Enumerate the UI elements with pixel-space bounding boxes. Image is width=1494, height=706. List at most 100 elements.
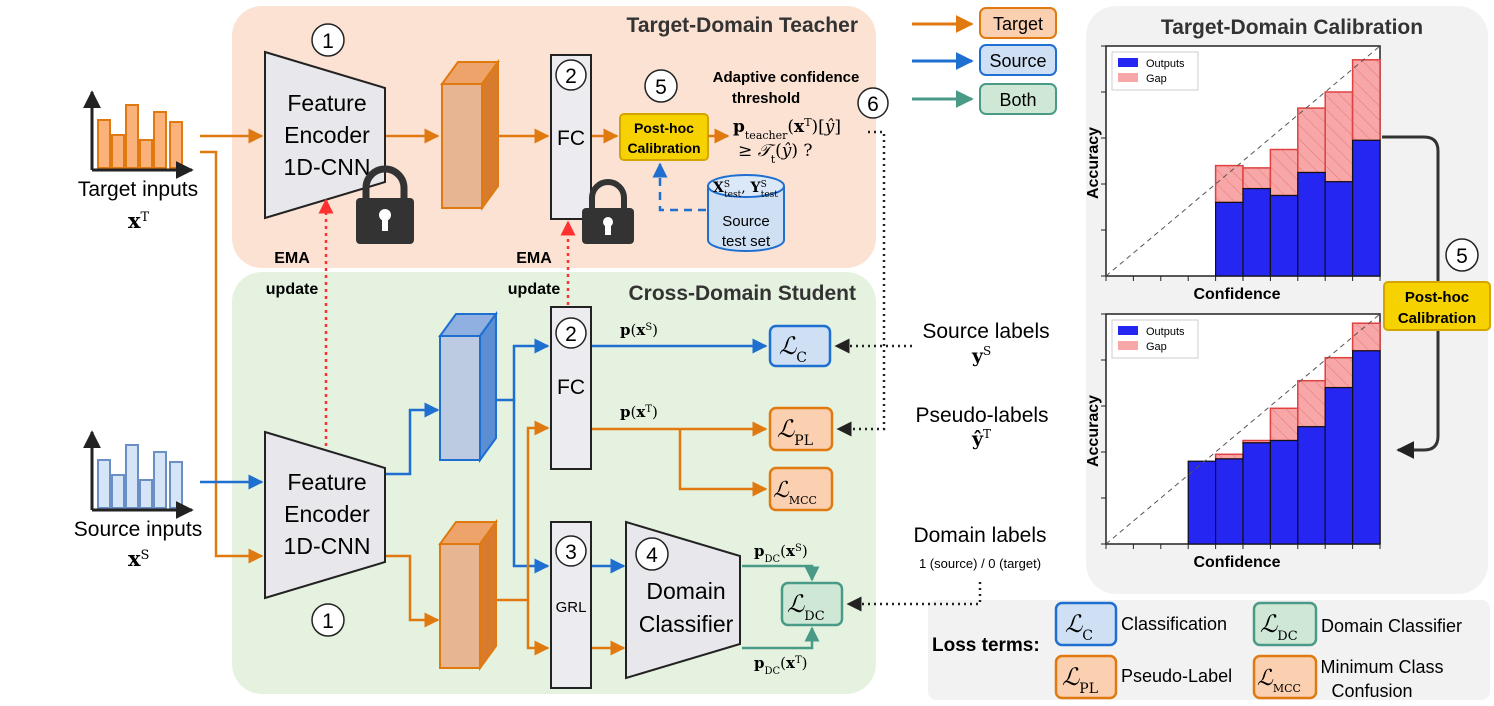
ema-label-right-1: EMA (516, 250, 552, 267)
source-input-symbol: xS (128, 546, 149, 571)
student-encoder-line-1: Feature (287, 469, 366, 495)
source-inputs-label: Source inputs (74, 518, 202, 541)
step-number-student-encoder: 1 (322, 610, 334, 633)
lock-icon (356, 165, 414, 244)
legend-both-label: Both (999, 90, 1036, 110)
student-fc-label: FC (557, 376, 585, 399)
perfect-calibration-line (1105, 45, 1381, 277)
arrow-legend: Target Source Both (904, 4, 1064, 124)
gap-hatch (1325, 92, 1353, 182)
target-input-signal-icon (83, 90, 194, 179)
plot-before-legend-outputs: Outputs (1146, 58, 1185, 70)
step-circle-teacher-encoder (311, 23, 345, 57)
legend-mcc-line-1: Minimum Class (1320, 657, 1443, 677)
teacher-title: Target-Domain Teacher (627, 14, 858, 37)
student-title: Cross-Domain Student (628, 282, 856, 305)
legend-loss-c-box (1054, 601, 1118, 647)
step-circle-student-encoder (311, 603, 345, 637)
legend-loss-dc-box (1252, 601, 1318, 647)
gap-hatch (1243, 440, 1271, 443)
calibration-posthoc-line-1: Post-hoc (1405, 289, 1469, 306)
legend-loss-pl-box (1054, 654, 1118, 700)
target-input-symbol: xT (128, 208, 150, 233)
gap-hatch (1352, 323, 1380, 351)
fc-target-output-label: p(xT) (620, 403, 658, 421)
step-number-domain-classifier: 4 (646, 544, 658, 567)
plot-after-xlabel: Confidence (1193, 554, 1280, 571)
step-number-posthoc: 5 (655, 76, 667, 99)
source-labels-symbol: yS (971, 344, 991, 367)
gap-hatch (1297, 380, 1326, 427)
step-number-student-fc: 2 (565, 323, 577, 346)
outputs-bar (1214, 458, 1244, 545)
test-set-line-2: test set (722, 233, 771, 250)
plot-before-legend (1111, 51, 1199, 91)
gap-hatch (1215, 165, 1243, 203)
domain-classifier-line-1: Domain (646, 578, 725, 604)
legend-loss-mcc-box (1252, 654, 1318, 700)
teacher-posthoc-line-1: Post-hoc (634, 120, 694, 136)
fc-source-output-label: p(xS) (620, 321, 658, 339)
teacher-posthoc-line-2: Calibration (627, 140, 700, 156)
step-circle-teacher-fc (555, 59, 587, 91)
calibration-plot-before (1101, 45, 1381, 281)
outputs-bar (1269, 439, 1299, 545)
loss-legend-heading: Loss terms: (932, 635, 1040, 656)
teacher-encoder-line-3: 1D-CNN (284, 154, 371, 180)
outputs-bar (1324, 387, 1354, 545)
student-source-feature-map (438, 310, 498, 464)
outputs-bar (1351, 350, 1381, 545)
legend-target-label: Target (993, 14, 1043, 34)
calibration-posthoc-box (1383, 281, 1491, 331)
step-circle-student-fc (555, 317, 587, 349)
gap-hatch (1270, 408, 1298, 441)
outputs-bar (1324, 181, 1354, 277)
outputs-bar (1214, 201, 1244, 277)
source-input-signal-icon (83, 430, 194, 519)
outputs-bar (1351, 139, 1381, 277)
outputs-bar (1187, 460, 1217, 545)
gap-hatch (1215, 454, 1243, 459)
step-number-grl: 3 (565, 541, 577, 564)
step-circle-posthoc (644, 69, 678, 103)
gap-hatch (1270, 149, 1298, 196)
legend-classification-text: Classification (1121, 614, 1227, 634)
step-circle-calibration (1445, 238, 1479, 272)
loss-domain-classifier-box (780, 581, 844, 627)
threshold-line-1: Adaptive confidence (713, 69, 860, 86)
loss-mcc-box (768, 466, 834, 512)
student-feature-encoder (264, 430, 386, 600)
teacher-fc-label: FC (557, 127, 585, 150)
plot-before-legend-gap: Gap (1146, 73, 1167, 85)
source-test-set-database (707, 174, 785, 252)
legend-pseudo-label-text: Pseudo-Label (1121, 666, 1232, 686)
loss-pseudo-label-box (768, 406, 834, 452)
step-circle-domain-classifier (635, 537, 669, 571)
calibration-posthoc-line-2: Calibration (1398, 310, 1476, 327)
gap-hatch (1325, 357, 1353, 388)
teacher-feature-map (440, 58, 500, 212)
step-circle-grl (555, 535, 587, 567)
teacher-encoder-line-1: Feature (287, 90, 366, 116)
pseudo-labels-text: Pseudo-labels (915, 404, 1048, 427)
connection-lines (200, 128, 1440, 656)
calibration-plot-after (1101, 313, 1381, 549)
gap-hatch (1297, 108, 1326, 173)
plot-after-legend (1111, 319, 1199, 359)
ema-label-right-2: update (508, 281, 561, 298)
teacher-encoder-line-2: Encoder (284, 122, 370, 148)
outputs-bar (1297, 426, 1326, 545)
source-labels-text: Source labels (922, 320, 1049, 343)
plot-before-xlabel: Confidence (1193, 286, 1280, 303)
legend-source-label: Source (989, 51, 1046, 71)
student-target-feature-map (438, 518, 498, 672)
outputs-bar (1242, 188, 1271, 277)
domain-labels-sub: 1 (source) / 0 (target) (919, 556, 1041, 571)
outputs-bar (1269, 194, 1299, 277)
gap-hatch (1243, 167, 1271, 189)
pseudo-labels-symbol: ŷT (971, 427, 991, 450)
domain-classifier-line-2: Classifier (639, 611, 734, 637)
step-number-teacher-encoder: 1 (322, 30, 334, 53)
